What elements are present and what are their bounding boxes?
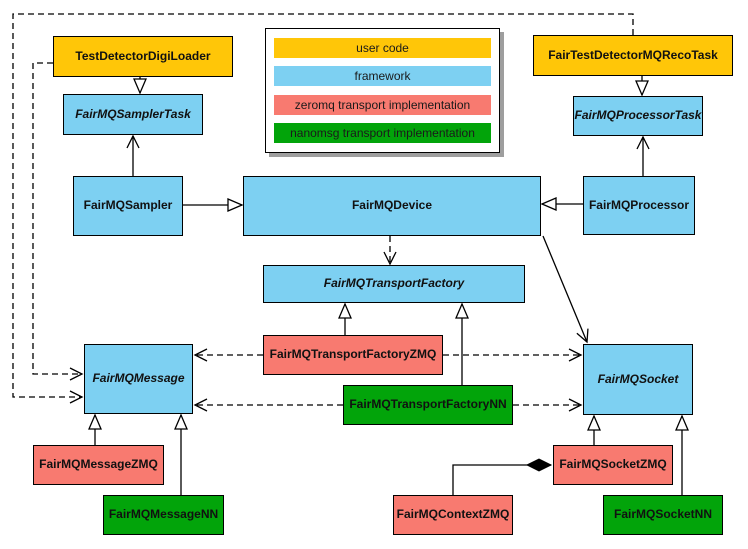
legend-item-zeromq: zeromq transport implementation <box>274 94 491 115</box>
class-node-fairmqsamplertask: FairMQSamplerTask <box>63 94 203 135</box>
class-node-fairmqsampler: FairMQSampler <box>73 176 183 236</box>
class-node-testdetectordigiloader: TestDetectorDigiLoader <box>53 36 233 77</box>
class-node-fairmqtransportfactoryzmq: FairMQTransportFactoryZMQ <box>263 335 443 375</box>
class-node-fairtestdetectormqrecotask: FairTestDetectorMQRecoTask <box>533 35 733 76</box>
legend-item-user-code: user code <box>274 38 491 58</box>
legend-item-framework: framework <box>274 66 491 87</box>
edge-fairtestdetectormqrecotask-to-fairmqmessage <box>12 13 634 404</box>
edge-testdetectordigiloader-to-fairmqmessage <box>32 62 84 381</box>
class-node-fairmqprocessor: FairMQProcessor <box>583 176 695 235</box>
legend: user code framework zeromq transport imple… <box>265 28 500 153</box>
class-node-fairmqdevice: FairMQDevice <box>243 176 541 236</box>
edge-fairmqdevice-to-fairmqsocket <box>542 235 589 344</box>
class-node-fairmqprocessortask: FairMQProcessorTask <box>573 96 703 136</box>
edge-fairmqcontextzmq-to-fairmqsocketzmq <box>452 465 551 495</box>
class-node-fairmqmessagezmq: FairMQMessageZMQ <box>33 445 164 485</box>
class-node-fairmqsocket: FairMQSocket <box>583 344 693 415</box>
class-node-fairmqcontextzmq: FairMQContextZMQ <box>393 495 513 535</box>
class-node-fairmqsocketnn: FairMQSocketNN <box>603 495 723 535</box>
class-node-fairmqtransportfactorynn: FairMQTransportFactoryNN <box>343 385 513 425</box>
class-node-fairmqmessage: FairMQMessage <box>84 344 193 414</box>
class-node-fairmqmessagenn: FairMQMessageNN <box>103 495 224 535</box>
legend-item-nanomsg: nanomsg transport implementation <box>274 122 491 143</box>
class-node-fairmqtransportfactory: FairMQTransportFactory <box>263 265 525 303</box>
class-node-fairmqsocketzmq: FairMQSocketZMQ <box>553 445 673 485</box>
